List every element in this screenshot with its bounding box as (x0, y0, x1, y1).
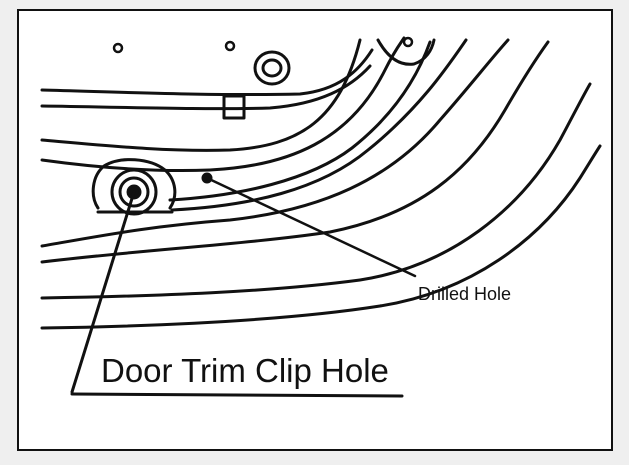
contour-line-5 (40, 38, 510, 248)
small-hole-2 (224, 40, 236, 52)
clip-hole-leader (70, 190, 136, 394)
clip-hole-label-underline (70, 392, 404, 398)
contour-line-3 (168, 40, 432, 202)
contour-line-4 (170, 38, 468, 212)
door-trim-clip-hole-label: Door Trim Clip Hole (101, 352, 389, 389)
drilled-hole-leader (205, 176, 417, 278)
clip-hole-mid (118, 176, 150, 208)
small-hole-3 (402, 36, 414, 48)
rail-tab (222, 94, 246, 120)
contour-line-1 (40, 38, 362, 152)
contour-line-8 (40, 144, 602, 330)
upper-rail-line-1 (40, 48, 374, 97)
contour-line-6 (40, 40, 550, 264)
clip-hole-outer (110, 168, 158, 216)
upper-rail-line-2 (40, 64, 372, 111)
clip-bracket (91, 158, 177, 210)
contour-line-2 (40, 36, 406, 173)
drilled-hole-label: Drilled Hole (418, 284, 512, 304)
contour-line-7 (40, 82, 592, 300)
oval-boss-outer (253, 50, 291, 86)
small-hole-1 (112, 42, 124, 54)
top-right-bracket (376, 38, 436, 66)
oval-boss-inner (261, 58, 283, 78)
